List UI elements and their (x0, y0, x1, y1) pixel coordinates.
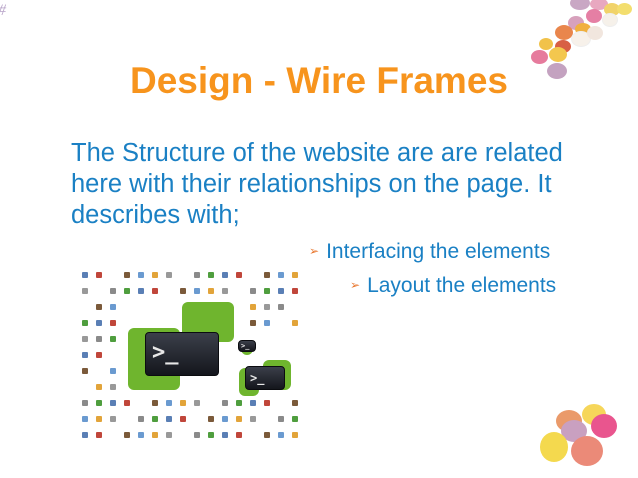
terminal-icon-tiny: >_ (238, 340, 256, 352)
small-icon (110, 288, 116, 294)
small-icon (278, 416, 284, 422)
small-icon (264, 400, 270, 406)
small-icon (124, 400, 130, 406)
small-icon (250, 400, 256, 406)
small-icon (292, 432, 298, 438)
small-icon (82, 352, 88, 358)
small-icon (96, 384, 102, 390)
small-icon (292, 272, 298, 278)
small-icon (166, 400, 172, 406)
small-icon (96, 352, 102, 358)
small-icon (82, 272, 88, 278)
small-icon (82, 336, 88, 342)
small-icon (82, 432, 88, 438)
small-icon (194, 272, 200, 278)
small-icon (138, 288, 144, 294)
small-icon (138, 432, 144, 438)
small-icon (110, 400, 116, 406)
small-icon (278, 304, 284, 310)
small-icon (96, 432, 102, 438)
small-icon (222, 272, 228, 278)
small-icon (82, 416, 88, 422)
small-icon (292, 400, 298, 406)
small-icon (278, 272, 284, 278)
small-icon (236, 432, 242, 438)
small-icon (194, 288, 200, 294)
slide-title: Design - Wire Frames (129, 60, 508, 101)
small-icon (250, 288, 256, 294)
small-icon (250, 304, 256, 310)
small-icon (194, 432, 200, 438)
small-icon (138, 272, 144, 278)
small-icon (124, 288, 130, 294)
small-icon (110, 336, 116, 342)
small-icon (264, 272, 270, 278)
small-icon (96, 272, 102, 278)
small-icon (82, 368, 88, 374)
small-icon (166, 432, 172, 438)
small-icon (208, 288, 214, 294)
small-icon (96, 416, 102, 422)
small-icon (82, 400, 88, 406)
small-icon (278, 432, 284, 438)
small-icon (292, 416, 298, 422)
small-icon (82, 320, 88, 326)
terminal-icon-large: >_ (145, 332, 219, 376)
icons-collage-image: >_ >_ >_ (78, 260, 300, 440)
small-icon (264, 304, 270, 310)
small-icon (152, 400, 158, 406)
small-icon (124, 272, 130, 278)
bullet-arrow-icon: ➢ (309, 244, 320, 258)
small-icon (110, 416, 116, 422)
small-icon (96, 320, 102, 326)
small-icon (250, 320, 256, 326)
small-icon (264, 288, 270, 294)
small-icon (222, 416, 228, 422)
small-icon (180, 400, 186, 406)
small-icon (138, 416, 144, 422)
small-icon (110, 320, 116, 326)
bullet-item-2: ➢Layout the elements (350, 274, 557, 297)
small-icon (96, 400, 102, 406)
small-icon (180, 416, 186, 422)
terminal-icon-small: >_ (245, 366, 285, 390)
small-icon (250, 416, 256, 422)
small-icon (152, 432, 158, 438)
small-icon (292, 320, 298, 326)
bullet-arrow-icon: ➢ (350, 278, 361, 292)
small-icon (166, 416, 172, 422)
small-icon (152, 288, 158, 294)
small-icon (264, 432, 270, 438)
small-icon (264, 320, 270, 326)
small-icon (166, 272, 172, 278)
small-icon (292, 288, 298, 294)
slide-number: # (0, 2, 6, 20)
small-icon (222, 432, 228, 438)
small-icon (152, 416, 158, 422)
small-icon (82, 288, 88, 294)
small-icon (208, 416, 214, 422)
small-icon (96, 336, 102, 342)
small-icon (236, 400, 242, 406)
small-icon (110, 368, 116, 374)
small-icon (208, 272, 214, 278)
small-icon (152, 272, 158, 278)
small-icon (180, 288, 186, 294)
small-icon (110, 384, 116, 390)
bullet-item-1: ➢Interfacing the elements (309, 240, 551, 263)
small-icon (236, 416, 242, 422)
small-icon (208, 432, 214, 438)
small-icon (222, 288, 228, 294)
small-icon (110, 304, 116, 310)
small-icon (96, 304, 102, 310)
small-icon (124, 432, 130, 438)
small-icon (222, 400, 228, 406)
small-icon (194, 400, 200, 406)
small-icon (236, 272, 242, 278)
body-paragraph: The Structure of the website are are rel… (71, 139, 563, 229)
small-icon (278, 288, 284, 294)
